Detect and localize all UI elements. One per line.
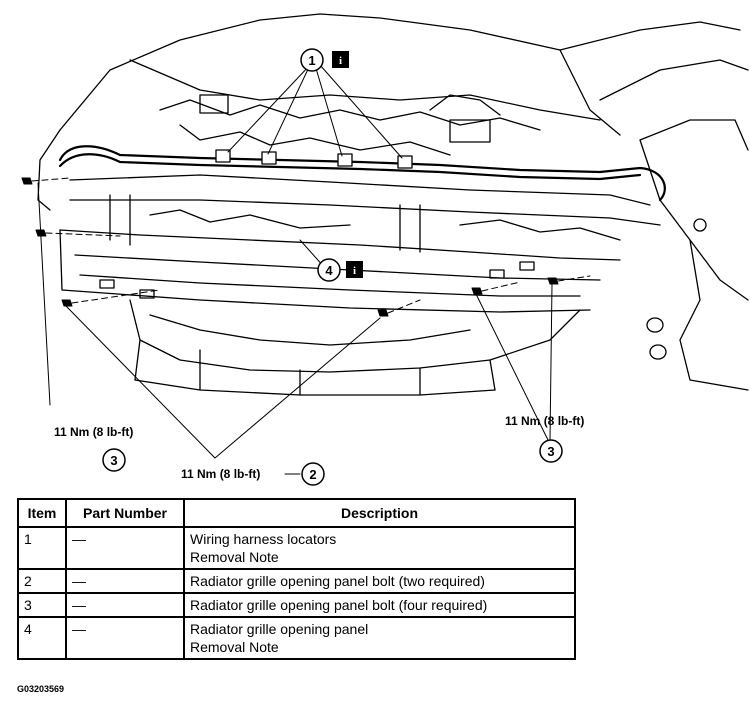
part-cell: — bbox=[65, 568, 185, 594]
item-cell: 1 bbox=[17, 526, 67, 570]
part-cell: — bbox=[65, 592, 185, 618]
part-cell: — bbox=[65, 526, 185, 570]
right-fender bbox=[639, 119, 749, 301]
callout-4-number: 4 bbox=[325, 263, 333, 278]
item-cell: 3 bbox=[17, 592, 67, 618]
hood-outline bbox=[59, 13, 741, 131]
description-cell: Radiator grille opening panel bolt (two … bbox=[183, 568, 576, 594]
callout-3-right-number: 3 bbox=[547, 444, 554, 459]
callout-3-right: 11 Nm (8 lb-ft) 3 bbox=[505, 414, 584, 463]
callout-4: 4 i bbox=[317, 258, 363, 282]
description-line: Radiator grille opening panel bolt (two … bbox=[190, 573, 485, 589]
callout-3-left-number: 3 bbox=[110, 453, 117, 468]
removal-note: Removal Note bbox=[190, 549, 279, 565]
callout-2-number: 2 bbox=[309, 467, 316, 482]
description-line: Wiring harness locators bbox=[190, 531, 337, 547]
callout-2: 11 Nm (8 lb-ft) 2 bbox=[181, 462, 325, 486]
grille-opening-panel bbox=[59, 229, 621, 261]
description-line: Radiator grille opening panel bolt (four… bbox=[190, 597, 488, 613]
callout-1-number: 1 bbox=[308, 53, 315, 68]
radiator-support bbox=[69, 174, 651, 206]
table-row: 1 — Wiring harness locators Removal Note bbox=[17, 526, 576, 570]
description-line: Radiator grille opening panel bbox=[190, 621, 369, 637]
bolt-icon bbox=[21, 177, 559, 317]
table-row: 3 — Radiator grille opening panel bolt (… bbox=[17, 592, 576, 618]
info-glyph: i bbox=[353, 265, 356, 277]
description-cell: Wiring harness locators Removal Note bbox=[183, 526, 576, 570]
description-cell: Radiator grille opening panel Removal No… bbox=[183, 616, 576, 660]
item-cell: 4 bbox=[17, 616, 67, 660]
left-fender bbox=[37, 129, 61, 211]
part-cell: — bbox=[65, 616, 185, 660]
callout-1: 1 i bbox=[300, 48, 349, 72]
leader-lines bbox=[227, 64, 403, 159]
torque-label-left: 11 Nm (8 lb-ft) bbox=[54, 425, 133, 439]
parts-table: Item Part Number Description 1 — Wiring … bbox=[17, 498, 576, 660]
info-icon bbox=[346, 261, 363, 278]
item-cell: 2 bbox=[17, 568, 67, 594]
header-part-number: Part Number bbox=[65, 498, 185, 528]
figure-code: G03203569 bbox=[17, 684, 65, 694]
header-item: Item bbox=[17, 498, 67, 528]
table-row: 4 — Radiator grille opening panel Remova… bbox=[17, 616, 576, 660]
header-description: Description bbox=[183, 498, 576, 528]
info-icon bbox=[332, 51, 349, 68]
removal-note: Removal Note bbox=[190, 639, 279, 655]
wiring-harness bbox=[58, 145, 666, 202]
torque-label-right: 11 Nm (8 lb-ft) bbox=[505, 414, 584, 428]
torque-label-center: 11 Nm (8 lb-ft) bbox=[181, 467, 260, 481]
table-row: 2 — Radiator grille opening panel bolt (… bbox=[17, 568, 576, 594]
description-cell: Radiator grille opening panel bolt (four… bbox=[183, 592, 576, 618]
table-header-row: Item Part Number Description bbox=[17, 498, 576, 528]
exploded-view-illustration: 1 i 4 i 11 Nm (8 lb-ft) 3 11 Nm (8 lb-ft… bbox=[21, 13, 749, 486]
callout-3-left: 11 Nm (8 lb-ft) 3 bbox=[54, 425, 133, 472]
info-glyph: i bbox=[339, 55, 342, 67]
